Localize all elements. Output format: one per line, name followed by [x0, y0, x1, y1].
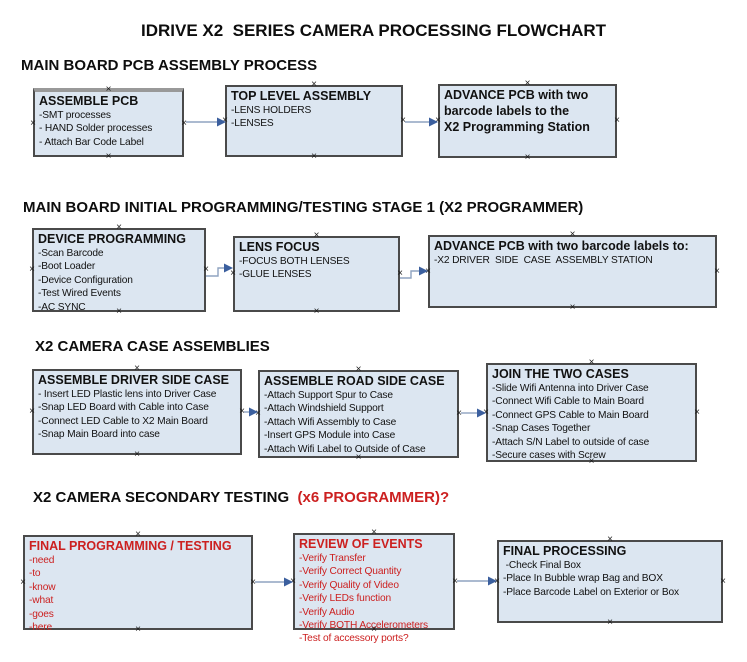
box-item: -FOCUS BOTH LENSES — [239, 256, 350, 267]
box-item: -Verify Correct Quantity — [299, 566, 402, 578]
box-item: -Slide Wifi Antenna into Driver Case — [492, 383, 649, 394]
box-item: -Verify BOTH Accelerometers — [299, 620, 428, 632]
box-item: -LENS HOLDERS — [231, 105, 312, 116]
flow-arrow-7 — [255, 577, 293, 587]
flow-box-final-processing: FINAL PROCESSING -Check Final Box -Place… — [494, 535, 726, 628]
section-heading-initial-programming: MAIN BOARD INITIAL PROGRAMMING/TESTING S… — [23, 199, 584, 216]
flow-box-top-level-assembly: TOP LEVEL ASSEMBLY -LENS HOLDERS -LENSES… — [222, 80, 406, 162]
flow-arrow-2 — [405, 117, 438, 127]
box-item: -Test of accessory ports? — [299, 633, 409, 645]
box-title: FINAL PROCESSING — [503, 544, 627, 558]
box-item: -X2 DRIVER SIDE CASE ASSEMBLY STATION — [434, 255, 653, 266]
anchor-handle-icon: × — [134, 449, 140, 460]
box-item: -Device Configuration — [38, 274, 133, 286]
box-item: -Snap LED Board with Cable into Case — [38, 402, 209, 414]
flow-box-device-programming: DEVICE PROGRAMMING -Scan Barcode -Boot L… — [29, 223, 209, 317]
box-item: -Place In Bubble wrap Bag and BOX — [503, 573, 663, 585]
box-item: -Snap Cases Together — [492, 423, 591, 435]
box-title: ADVANCE PCB with two barcode labels to: — [434, 239, 689, 253]
box-item: -Insert GPS Module into Case — [264, 430, 396, 442]
anchor-handle-icon: × — [607, 617, 613, 628]
section-heading-secondary-testing-red: (x6 PROGRAMMER)? — [293, 489, 450, 506]
anchor-handle-icon: × — [425, 265, 431, 277]
box-item: - HAND Solder processes — [39, 123, 153, 135]
flow-box-advance-pcb-driver-side-station: ADVANCE PCB with two barcode labels to: … — [425, 230, 720, 313]
box-item: -need — [29, 555, 55, 566]
flow-box-assemble-road-side-case: ASSEMBLE ROAD SIDE CASE -Attach Support … — [255, 365, 462, 463]
box-item: -Snap Main Board into case — [38, 429, 160, 441]
box-item: -Place Barcode Label on Exterior or Box — [503, 586, 679, 598]
box-title: DEVICE PROGRAMMING — [38, 232, 186, 246]
page-title: IDRIVE X2 SERIES CAMERA PROCESSING FLOWC… — [140, 21, 607, 40]
box-item: -SMT processes — [39, 110, 111, 121]
box-item: - Attach Bar Code Label — [39, 136, 144, 148]
box-item: -Scan Barcode — [38, 248, 104, 259]
box-item: -Connect GPS Cable to Main Board — [492, 409, 649, 421]
flow-box-assemble-driver-side-case: ASSEMBLE DRIVER SIDE CASE - Insert LED P… — [29, 364, 245, 460]
box-item: -Attach Support Spur to Case — [264, 390, 393, 401]
flow-box-review-of-events: REVIEW OF EVENTS -Verify Transfer -Verif… — [290, 528, 458, 645]
box-item: -here — [29, 622, 53, 634]
box-title: FINAL PROGRAMMING / TESTING — [29, 539, 232, 553]
flow-box-lens-focus: LENS FOCUS -FOCUS BOTH LENSES -GLUE LENS… — [230, 231, 403, 317]
box-item: -Verify Audio — [299, 606, 355, 618]
flow-arrow-5 — [244, 407, 258, 417]
box-title: LENS FOCUS — [239, 240, 320, 254]
box-title: ADVANCE PCB with two barcode labels to t… — [444, 88, 590, 134]
box-item: -Verify Transfer — [299, 553, 366, 564]
box-title: ASSEMBLE PCB — [39, 94, 139, 108]
box-item: -Attach Windshield Support — [264, 403, 384, 415]
flow-box-final-programming-testing: FINAL PROGRAMMING / TESTING -need -to -k… — [20, 530, 256, 635]
anchor-handle-icon: × — [524, 152, 531, 163]
box-title: JOIN THE TWO CASES — [492, 367, 629, 381]
box-item: -Attach Wifi Label to Outside of Case — [264, 443, 426, 455]
box-item: -what — [29, 595, 54, 607]
box-item: -Attach S/N Label to outside of case — [492, 436, 650, 448]
anchor-handle-icon: × — [714, 265, 720, 277]
box-item: -LENSES — [231, 118, 274, 130]
flow-arrow-6 — [461, 408, 486, 418]
flow-box-join-the-two-cases: JOIN THE TWO CASES -Slide Wifi Antenna i… — [483, 358, 700, 467]
box-item: -Verify LEDs function — [299, 593, 391, 605]
box-item: -Connect Wifi Cable to Main Board — [492, 396, 644, 408]
flow-box-advance-pcb-programming-station: ADVANCE PCB with two barcode labels to t… — [435, 79, 620, 163]
flow-arrow-4 — [400, 266, 428, 279]
section-heading-secondary-testing: X2 CAMERA SECONDARY TESTING (x6 PROGRAMM… — [33, 489, 449, 506]
flow-arrow-1 — [186, 117, 226, 127]
box-item: -Connect LED Cable to X2 Main Board — [38, 415, 208, 427]
box-item: -GLUE LENSES — [239, 269, 312, 281]
section-heading-case-assemblies: X2 CAMERA CASE ASSEMBLIES — [35, 338, 270, 355]
box-title: REVIEW OF EVENTS — [299, 537, 423, 551]
box-item: -Check Final Box — [503, 560, 581, 571]
box-title: ASSEMBLE DRIVER SIDE CASE — [38, 373, 230, 387]
flow-box-assemble-pcb: ASSEMBLE PCB -SMT processes - HAND Solde… — [30, 85, 187, 162]
box-item: -to — [29, 568, 41, 580]
box-item: -AC SYNC — [38, 301, 86, 313]
box-item: -Test Wired Events — [38, 288, 121, 300]
section-heading-pcb-assembly: MAIN BOARD PCB ASSEMBLY PROCESS — [21, 57, 318, 74]
box-item: - Insert LED Plastic lens into Driver Ca… — [38, 389, 217, 400]
box-title: TOP LEVEL ASSEMBLY — [231, 89, 372, 103]
box-item: -Verify Quality of Video — [299, 579, 399, 591]
box-item: -goes — [29, 608, 54, 620]
section-heading-secondary-testing-black: X2 CAMERA SECONDARY TESTING — [33, 489, 294, 506]
box-item: -Attach Wifi Assembly to Case — [264, 416, 397, 428]
box-title: ASSEMBLE ROAD SIDE CASE — [264, 374, 445, 388]
anchor-handle-icon: × — [313, 306, 320, 317]
anchor-handle-icon: × — [569, 302, 576, 313]
anchor-handle-icon: × — [105, 151, 112, 162]
box-item: -Secure cases with Screw — [492, 450, 606, 462]
flow-arrow-3 — [206, 263, 233, 277]
box-item: -know — [29, 581, 56, 593]
box-item: -Boot Loader — [38, 261, 96, 273]
flow-arrow-8 — [457, 576, 497, 586]
anchor-handle-icon: × — [311, 151, 317, 162]
